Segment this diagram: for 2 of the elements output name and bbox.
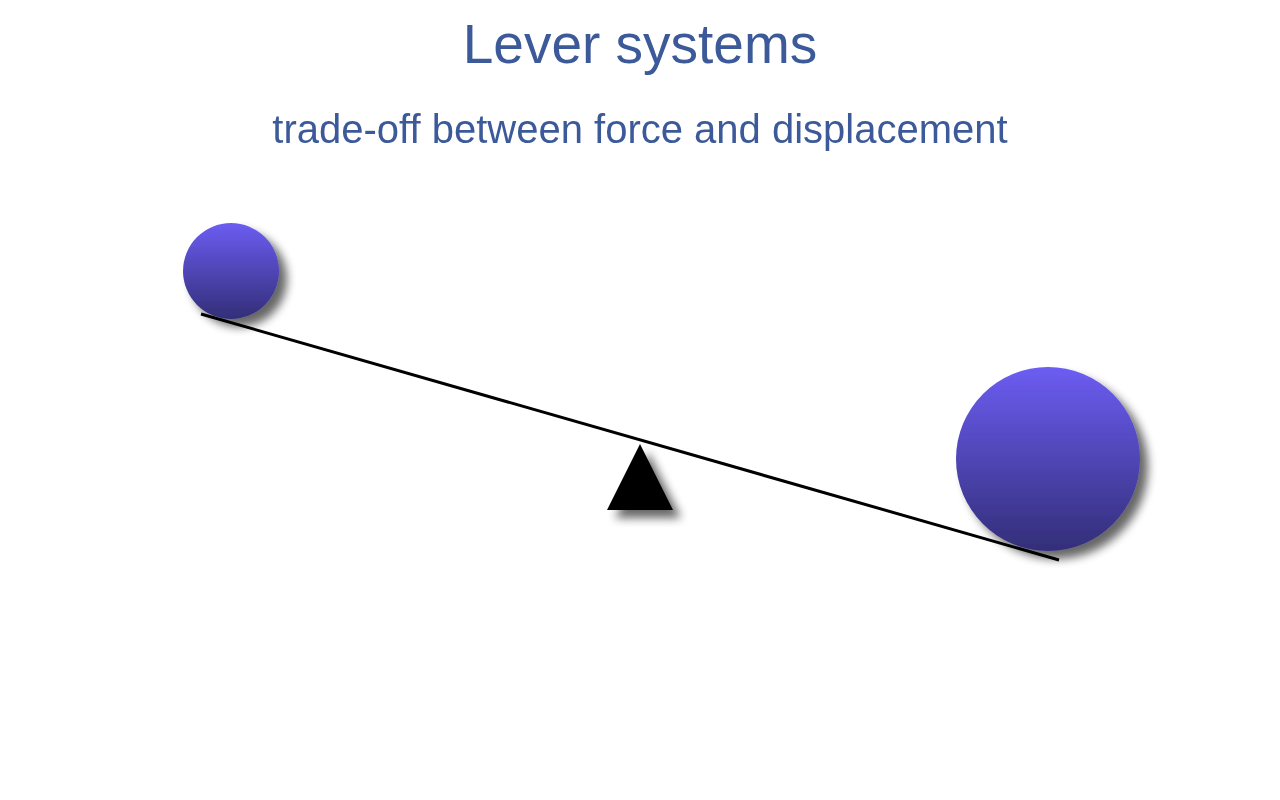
subtitle: trade-off between force and displacement	[272, 107, 1008, 151]
title: Lever systems	[462, 13, 818, 75]
